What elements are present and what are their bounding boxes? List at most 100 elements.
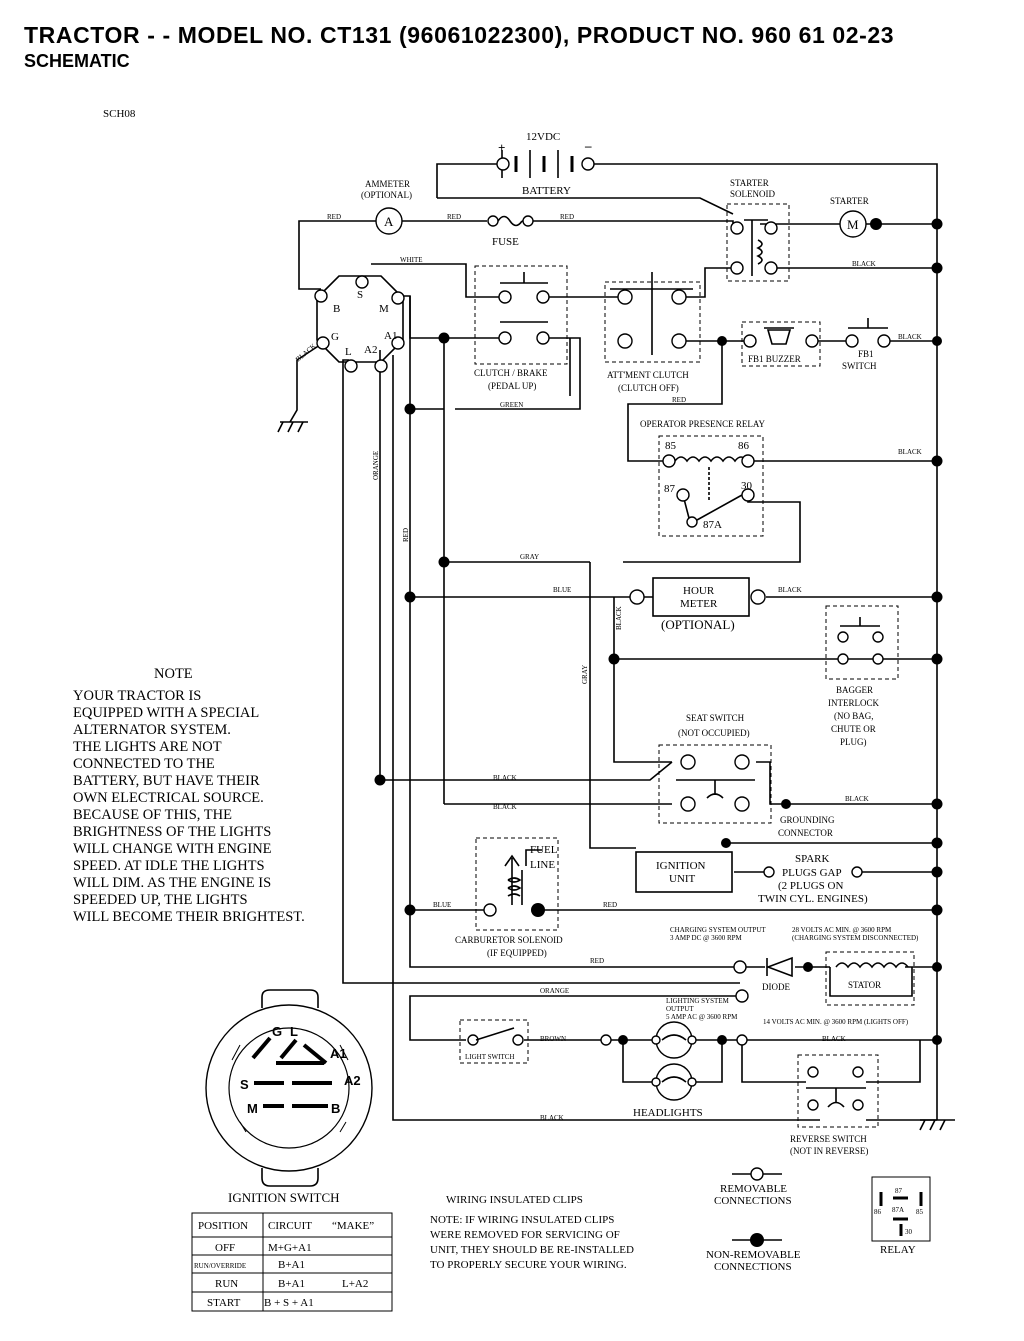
note-line: WILL BECOME THEIR BRIGHTEST. [73, 909, 305, 925]
hour-meter-label: HOUR [683, 585, 715, 597]
ammeter-label: AMMETER [365, 179, 410, 189]
ignition-switch-connector: B S M G A1 L A2 [314, 275, 405, 373]
wire-label: RED [603, 901, 617, 909]
carburetor-label: CARBURETOR SOLENOID [455, 935, 563, 945]
sw-term-S: S [357, 289, 363, 301]
face-label: L [290, 1024, 298, 1039]
note-line: ALTERNATOR SYSTEM. [73, 722, 231, 738]
clutch-brake-label: CLUTCH / BRAKE [474, 368, 548, 378]
wires [277, 163, 955, 1131]
table-cell: M+G+A1 [268, 1242, 312, 1254]
wire-label: BLACK [845, 795, 869, 803]
fuse: FUSE [487, 215, 534, 248]
fb1-switch-label: FB1 [858, 349, 874, 359]
relay-legend-pin: 30 [905, 1228, 913, 1236]
relay-legend-pin: 85 [916, 1208, 924, 1216]
note-line: OWN ELECTRICAL SOURCE. [73, 790, 264, 806]
wire-label: BLACK [898, 333, 922, 341]
sw-term-A1: A1 [384, 330, 397, 342]
table-cell: B+A1 [278, 1259, 305, 1271]
wire-label: BLACK [493, 803, 517, 811]
relay-legend-label: RELAY [880, 1244, 916, 1256]
relay-legend-pin: 87 [895, 1187, 903, 1195]
page-title: TRACTOR - - MODEL NO. CT131 (96061022300… [24, 22, 895, 48]
diode-stator: DIODE STATOR CHARGING SYSTEM OUTPUT 3 AM… [666, 926, 942, 1026]
note-line: BRIGHTNESS OF THE LIGHTS [73, 824, 271, 840]
lighting-output-label-2: OUTPUT [666, 1005, 694, 1013]
spark-plugs: SPARK PLUGS GAP (2 PLUGS ON TWIN CYL. EN… [758, 853, 868, 905]
headlights: HEADLIGHTS [600, 1021, 942, 1119]
fb1-switch-label-2: SWITCH [842, 361, 877, 371]
note-line: BATTERY, BUT HAVE THEIR [73, 773, 260, 789]
wire-label: BLACK [540, 1114, 564, 1122]
wire-label: ORANGE [540, 987, 569, 995]
hour-meter-label-2: METER [680, 598, 718, 610]
spark-label-3: (2 PLUGS ON [778, 880, 843, 892]
relay-pin-87: 87 [664, 483, 676, 495]
wire-label: RED [590, 957, 604, 965]
ammeter-optional-label: (OPTIONAL) [361, 190, 412, 200]
wire-label: RED [447, 213, 461, 221]
table-cell: RUN/OVERRIDE [194, 1262, 246, 1270]
ignition-unit-label: IGNITION [656, 860, 706, 872]
note-line: CONNECTED TO THE [73, 756, 215, 772]
starter-motor: M STARTER [830, 196, 882, 238]
light-switch-label: LIGHT SWITCH [465, 1053, 514, 1061]
fuse-label: FUSE [492, 236, 519, 248]
sw-term-L: L [345, 346, 352, 358]
charging-output-label-2: 3 AMP DC @ 3600 RPM [670, 934, 743, 942]
headlights-label: HEADLIGHTS [633, 1107, 703, 1119]
note-line: SPEEDED UP, THE LIGHTS [73, 892, 248, 908]
carburetor-solenoid: FUEL LINE CARBURETOR SOLENOID (IF EQUIPP… [455, 837, 563, 958]
attachment-clutch-label-2: (CLUTCH OFF) [618, 383, 679, 393]
grounding-label: GROUNDING [780, 815, 835, 825]
relay-pin-87a: 87A [703, 519, 722, 531]
reverse-switch-label-2: (NOT IN REVERSE) [790, 1146, 868, 1156]
note-line: YOUR TRACTOR IS [73, 688, 201, 704]
note-line: WILL DIM. AS THE ENGINE IS [73, 875, 271, 891]
wire-label: BLACK [294, 342, 317, 363]
bagger-label-1: BAGGER [836, 685, 873, 695]
bagger-label-5: PLUG) [840, 737, 867, 747]
relay-pin-86: 86 [738, 440, 750, 452]
table-header: CIRCUIT [268, 1220, 312, 1232]
battery-minus-label: – [584, 138, 592, 153]
volts14-label: 14 VOLTS AC MIN. @ 3600 RPM (LIGHTS OFF) [763, 1018, 909, 1026]
starter-solenoid: STARTER SOLENOID [726, 178, 790, 282]
light-switch: LIGHT SWITCH [459, 1019, 529, 1064]
sw-term-A2: A2 [364, 344, 377, 356]
legend-nonremovable: NON-REMOVABLE [706, 1249, 801, 1261]
ammeter: A AMMETER (OPTIONAL) [361, 179, 412, 235]
note-line: EQUIPPED WITH A SPECIAL [73, 705, 259, 721]
wire-label: BLACK [615, 606, 623, 630]
wire-label: GRAY [520, 553, 539, 561]
wire-label: GREEN [500, 401, 523, 409]
face-label: S [240, 1077, 249, 1092]
seat-switch-label: SEAT SWITCH [686, 713, 745, 723]
wire-label: RED [402, 528, 410, 542]
wire-label: GRAY [581, 665, 589, 684]
grounding-label-2: CONNECTOR [778, 828, 833, 838]
reverse-switch: REVERSE SWITCH (NOT IN REVERSE) [790, 1054, 879, 1156]
wire-label: WHITE [400, 256, 423, 264]
table-cell: RUN [215, 1278, 238, 1290]
ammeter-symbol: A [384, 214, 394, 229]
clips-line: WERE REMOVED FOR SERVICING OF [430, 1229, 620, 1241]
starter-solenoid-label: STARTER [730, 178, 769, 188]
fuel-label: FUEL [530, 844, 558, 856]
wire-label: ORANGE [372, 451, 380, 480]
clips-line: TO PROPERLY SECURE YOUR WIRING. [430, 1259, 627, 1271]
clutch-brake-label-2: (PEDAL UP) [488, 381, 536, 391]
note-line: THE LIGHTS ARE NOT [73, 739, 222, 755]
table-header: “MAKE” [332, 1220, 374, 1232]
reverse-switch-label: REVERSE SWITCH [790, 1134, 867, 1144]
bagger-label-2: INTERLOCK [828, 698, 879, 708]
ignition-unit-label-2: UNIT [669, 873, 696, 885]
starter-label: STARTER [830, 196, 869, 206]
fb1-buzzer-label: FB1 BUZZER [748, 354, 801, 364]
face-label: A2 [344, 1073, 361, 1088]
attachment-clutch-label: ATT'MENT CLUTCH [607, 370, 689, 380]
relay-pin-30: 30 [741, 480, 753, 492]
sheet-ref: SCH08 [103, 108, 136, 120]
ignition-switch-face: G L A1 A2 S M B IGNITION SWITCH [205, 989, 373, 1205]
